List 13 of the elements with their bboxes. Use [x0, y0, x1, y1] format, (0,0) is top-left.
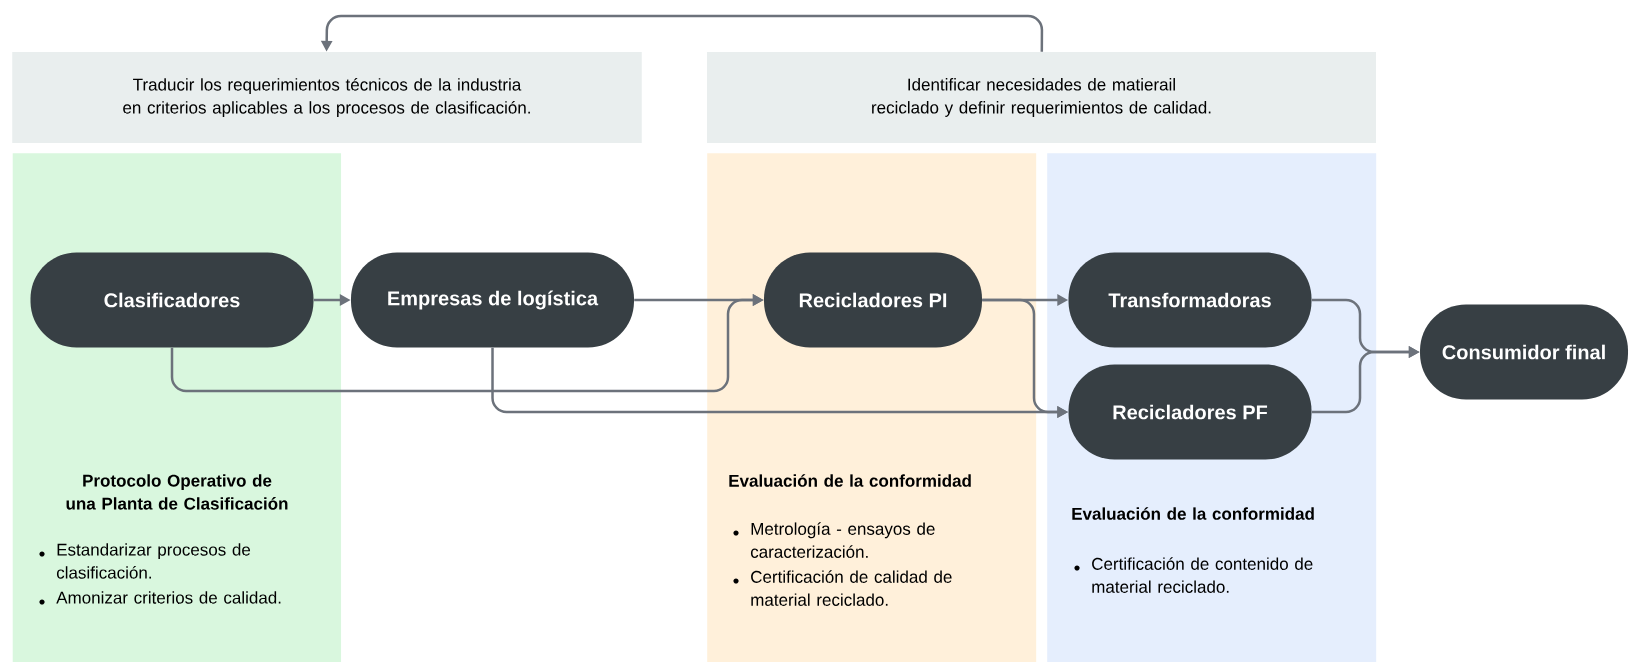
- bullet-item: Certificación de calidad de material reciclado.: [733, 570, 952, 606]
- bullet-item: Amonizar criterios de calidad.: [39, 591, 281, 605]
- process-pill: Consumidor final: [1420, 304, 1628, 400]
- panel-heading: Protocolo Operativo de una Planta de Clasificación: [66, 474, 288, 510]
- bullet-item: Metrología - ensayos de caracterización.: [733, 522, 935, 558]
- panel-heading: Evaluación de la conformidad: [729, 474, 971, 487]
- banner: Traducir los requerimientos técnicos de la industria en criterios aplicables a los procesos de clasificación.: [12, 52, 642, 143]
- bullet-item: Estandarizar procesos de clasificación.: [39, 543, 251, 579]
- process-pill: Empresas de logística: [351, 252, 634, 348]
- bullet-item: Certificación de contenido de material reciclado.: [1074, 557, 1313, 593]
- panel-heading: Evaluación de la conformidad: [1072, 507, 1314, 520]
- process-pill: Clasificadores: [30, 252, 314, 348]
- banner: Identificar necesidades de matierail reciclado y definir requerimientos de calidad.: [707, 52, 1376, 143]
